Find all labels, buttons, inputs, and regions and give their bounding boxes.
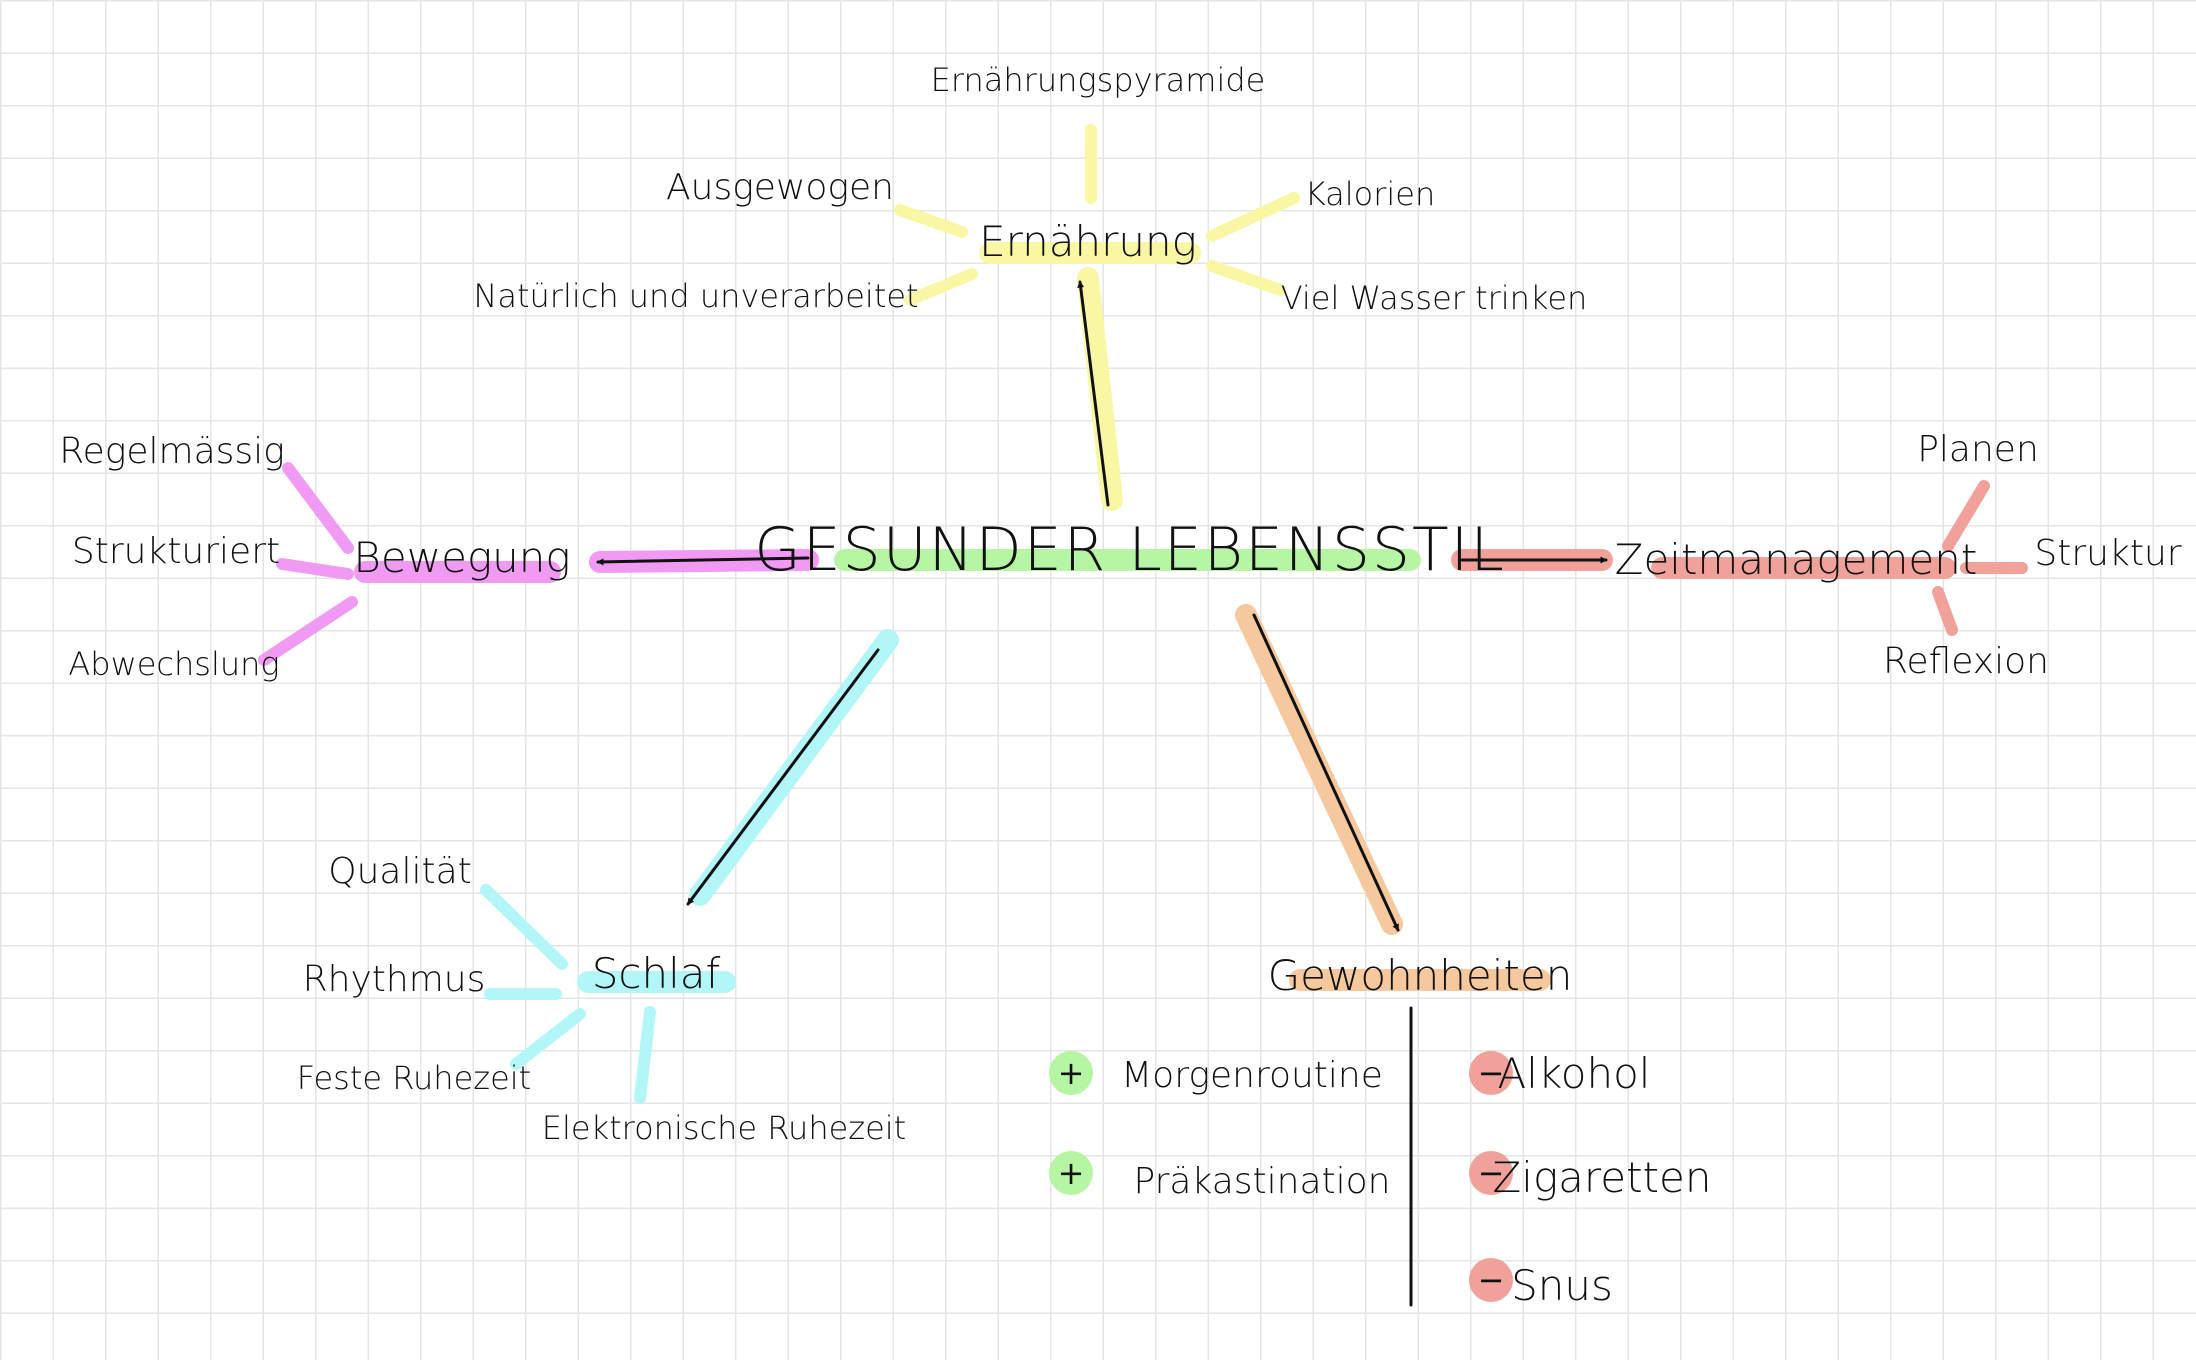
bewegung-item-regelmaessig: Regelmässig: [59, 431, 285, 472]
ernaehrung-label: Ernährung: [979, 217, 1197, 266]
zeitmanagement-label: Zeitmanagement: [1614, 535, 1978, 584]
bewegung-ray: [276, 558, 354, 580]
habit-positive-praekastination: Präkastination: [1133, 1161, 1391, 1202]
schlaf-ray: [480, 884, 568, 970]
bewegung-item-abwechslung: Abwechslung: [68, 645, 280, 683]
ernaehrung-ray: [1206, 260, 1286, 296]
gewohnheiten-label: Gewohnheiten: [1267, 951, 1573, 1000]
habit-negative-snus: Snus: [1511, 1261, 1613, 1310]
schlaf-item-qualitaet: Qualität: [328, 851, 472, 892]
ernaehrung-item-natuerlich: Natürlich und unverarbeitet: [473, 277, 919, 315]
schlaf-ray: [510, 1008, 586, 1070]
minus-icon: −: [1469, 1151, 1513, 1195]
zeitmanagement-item-planen: Planen: [1917, 429, 2039, 470]
schlaf-item-elektronische-ruhezeit: Elektronische Ruhezeit: [541, 1109, 907, 1147]
arrow-to-gewohnheiten: [1252, 613, 1400, 932]
bewegung-item-strukturiert: Strukturiert: [71, 531, 281, 572]
center-label: GESUNDER LEBENSSTIL: [754, 515, 1506, 585]
zeitmanagement-ray: [1942, 480, 1990, 552]
bewegung-ray: [282, 462, 354, 554]
highlight-layer: [258, 124, 2028, 1104]
ernaehrung-ray: [1206, 192, 1300, 242]
ernaehrung-item-kalorien: Kalorien: [1304, 175, 1436, 213]
zeitmanagement-item-reflexion: Reflexion: [1883, 641, 2049, 682]
bewegung-label: Bewegung: [353, 533, 571, 582]
gewohnheiten-branch-highlight: [1235, 604, 1403, 935]
schlaf-item-rhythmus: Rhythmus: [302, 959, 486, 1000]
schlaf-ray: [634, 1006, 656, 1104]
stroke-layer: [596, 280, 1608, 1307]
habit-negative-zigaretten: Zigaretten: [1492, 1153, 1712, 1202]
arrow-to-bewegung: [596, 556, 810, 566]
habit-positive-morgenroutine: Morgenroutine: [1121, 1055, 1383, 1096]
ernaehrung-branch-highlight: [1077, 267, 1123, 511]
minus-icon: −: [1469, 1258, 1513, 1302]
schlaf-label: Schlaf: [591, 949, 721, 998]
schlaf-branch-highlight: [689, 629, 899, 906]
ernaehrung-ray: [904, 268, 978, 306]
arrow-to-ernaehrung: [1077, 280, 1110, 507]
minus-icon: −: [1469, 1051, 1513, 1095]
plus-icon: +: [1049, 1151, 1093, 1195]
bewegung-ray: [258, 596, 358, 666]
ernaehrung-ray: [894, 204, 968, 238]
arrow-to-schlaf: [686, 648, 880, 906]
plus-icon: +: [1049, 1051, 1093, 1095]
zeitmanagement-ray: [1932, 586, 1958, 636]
habit-negative-alkohol: Alkohol: [1497, 1049, 1651, 1098]
ernaehrung-item-pyramide: Ernährungspyramide: [930, 61, 1266, 99]
schlaf-item-feste-ruhezeit: Feste Ruhezeit: [296, 1059, 532, 1097]
ernaehrung-item-wasser: Viel Wasser trinken: [1280, 279, 1588, 317]
ernaehrung-item-ausgewogen: Ausgewogen: [666, 167, 894, 208]
zeitmanagement-item-struktur: Struktur: [2034, 533, 2182, 574]
